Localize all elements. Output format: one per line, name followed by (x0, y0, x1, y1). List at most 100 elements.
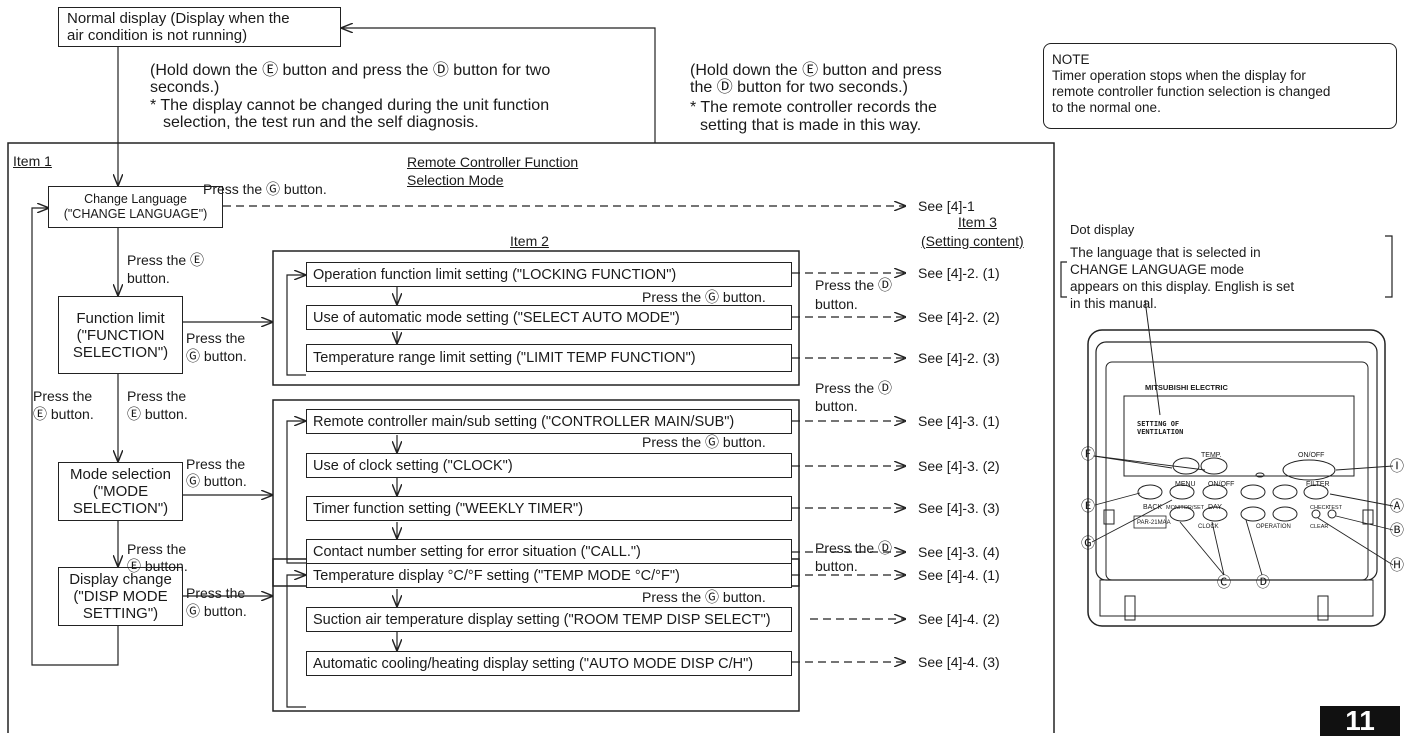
item1-header: Item 1 (13, 153, 52, 169)
change-language-line2: ("CHANGE LANGUAGE") (63, 207, 208, 221)
mode-selection-line2: ("MODE (92, 483, 149, 500)
item3-subheader: (Setting content) (921, 233, 1024, 249)
note-line1: Timer operation stops when the display f… (1052, 68, 1306, 83)
opt-room-temp-disp: Suction air temperature display setting … (306, 607, 792, 632)
opt-call: Contact number setting for error situati… (306, 539, 792, 564)
dot-display-title: Dot display (1070, 222, 1135, 237)
function-limit-box: Function limit ("FUNCTION SELECTION") (58, 296, 183, 374)
remote-onoff2-label: ON/OFF (1208, 481, 1235, 488)
opt-limit-temp-function: Temperature range limit setting ("LIMIT … (306, 344, 792, 372)
see-g1-3: See [4]-2. (3) (918, 350, 1000, 366)
press-g-label-3b: Ⓖ button. (186, 603, 247, 619)
instr-right-line1: (Hold down the Ⓔ button and press (690, 62, 942, 79)
mode-selection-line3: SELECTION") (72, 500, 169, 517)
instr-left-line1: (Hold down the Ⓔ button and press the Ⓓ … (150, 62, 551, 79)
see-lang: See [4]-1 (918, 198, 975, 214)
normal-display-box: Normal display (Display when the air con… (58, 7, 341, 47)
change-language-line1: Change Language (84, 192, 187, 206)
see-g2-1: See [4]-3. (1) (918, 413, 1000, 429)
instr-right-line3: * The remote controller records the (690, 99, 937, 116)
item2-header: Item 2 (510, 233, 549, 249)
press-e-label-1b: button. (127, 270, 170, 286)
callout-i: Ⓘ (1390, 458, 1404, 474)
press-g-label-3: Press the (186, 585, 246, 601)
remote-monitor-label: MONITOR/SET (1166, 505, 1205, 511)
remote-test-label: TEST (1328, 505, 1343, 511)
remote-clear-label: CLEAR (1310, 524, 1329, 530)
dot-display-line4: in this manual. (1070, 296, 1158, 311)
remote-brand: MITSUBISHI ELECTRIC (1145, 383, 1228, 392)
see-g3-3: See [4]-4. (3) (918, 654, 1000, 670)
group3-press-g: Press the Ⓖ button. (642, 589, 766, 605)
press-d-label-3b: button. (815, 558, 858, 574)
group1-press-g: Press the Ⓖ button. (642, 289, 766, 305)
dot-display-line1: The language that is selected in (1070, 245, 1261, 260)
instr-left-line4: selection, the test run and the self dia… (163, 114, 479, 131)
opt-locking-function: Operation function limit setting ("LOCKI… (306, 262, 792, 287)
callout-c: Ⓒ (1217, 574, 1231, 590)
opt-temp-mode: Temperature display °C/°F setting ("TEMP… (306, 563, 792, 588)
note-box: NOTE Timer operation stops when the disp… (1043, 43, 1397, 129)
press-d-label-2: Press the Ⓓ (815, 380, 893, 396)
change-language-box: Change Language ("CHANGE LANGUAGE") (48, 186, 223, 228)
remote-menu-label: MENU (1175, 481, 1196, 488)
opt-controller-main-sub: Remote controller main/sub setting ("CON… (306, 409, 792, 434)
remote-clock-label: CLOCK (1198, 524, 1219, 530)
note-title: NOTE (1052, 52, 1090, 67)
press-e-label-2: Press the (127, 388, 187, 404)
press-g-top-label: Press the Ⓖ button. (203, 181, 327, 197)
press-e-left-label-b: Ⓔ button. (33, 406, 94, 422)
dot-display-line3: appears on this display. English is set (1070, 279, 1295, 294)
see-g2-2: See [4]-3. (2) (918, 458, 1000, 474)
remote-operation-label: OPERATION (1256, 524, 1291, 530)
press-d-label-2b: button. (815, 398, 858, 414)
display-change-box: Display change ("DISP MODE SETTING") (58, 567, 183, 626)
see-g1-1: See [4]-2. (1) (918, 265, 1000, 281)
see-g3-1: See [4]-4. (1) (918, 567, 1000, 583)
instr-left-line3: * The display cannot be changed during t… (150, 97, 550, 114)
dot-display-line2: CHANGE LANGUAGE mode (1070, 262, 1245, 277)
press-e-left-label: Press the (33, 388, 93, 404)
remote-temp-label: TEMP. (1201, 452, 1222, 459)
callout-g: Ⓖ (1081, 535, 1095, 551)
press-g-label-1: Press the (186, 330, 246, 346)
callout-e: Ⓔ (1081, 498, 1095, 514)
instr-right-line2: the Ⓓ button for two seconds.) (690, 79, 908, 96)
function-limit-line1: Function limit (76, 309, 165, 327)
see-g2-4: See [4]-3. (4) (918, 544, 1000, 560)
press-g-label-2: Press the (186, 456, 246, 472)
remote-filter-label: FILTER (1306, 481, 1330, 488)
callout-d: Ⓓ (1256, 574, 1270, 590)
opt-weekly-timer: Timer function setting ("WEEKLY TIMER") (306, 496, 792, 521)
remote-back-label: BACK (1143, 504, 1163, 511)
mode-selection-box: Mode selection ("MODE SELECTION") (58, 462, 183, 521)
press-e-label-3b: Ⓔ button. (127, 558, 188, 574)
remote-lcd-line2: VENTILATION (1137, 428, 1184, 436)
see-g1-2: See [4]-2. (2) (918, 309, 1000, 325)
remote-lcd-line1: SETTING OF (1137, 420, 1180, 428)
normal-display-line2: air condition is not running) (67, 27, 248, 44)
press-d-label-1b: button. (815, 296, 858, 312)
opt-auto-mode-disp: Automatic cooling/heating display settin… (306, 651, 792, 676)
item3-header: Item 3 (958, 214, 997, 230)
press-d-label-1: Press the Ⓓ (815, 277, 893, 293)
see-g2-3: See [4]-3. (3) (918, 500, 1000, 516)
mode-title-line1: Remote Controller Function (407, 154, 579, 170)
remote-day-label: DAY (1208, 504, 1222, 511)
callout-b: Ⓑ (1390, 522, 1404, 538)
opt-clock: Use of clock setting ("CLOCK") (306, 453, 792, 478)
callout-f: Ⓕ (1081, 446, 1095, 462)
callout-a: Ⓐ (1390, 498, 1404, 514)
note-line3: to the normal one. (1052, 100, 1161, 115)
function-limit-line3: SELECTION") (72, 343, 169, 361)
remote-onoff-label: ON/OFF (1298, 452, 1325, 459)
remote-model-label: PAR-21MAA (1137, 520, 1171, 526)
press-d-label-3: Press the Ⓓ (815, 540, 893, 556)
display-change-line2: ("DISP MODE (73, 588, 168, 605)
mode-selection-line1: Mode selection (70, 466, 171, 483)
note-line2: remote controller function selection is … (1052, 84, 1331, 99)
instr-right-line4: setting that is made in this way. (700, 117, 922, 134)
remote-check-label: CHECK (1310, 505, 1330, 511)
opt-select-auto-mode: Use of automatic mode setting ("SELECT A… (306, 305, 792, 330)
display-change-line1: Display change (69, 571, 172, 588)
